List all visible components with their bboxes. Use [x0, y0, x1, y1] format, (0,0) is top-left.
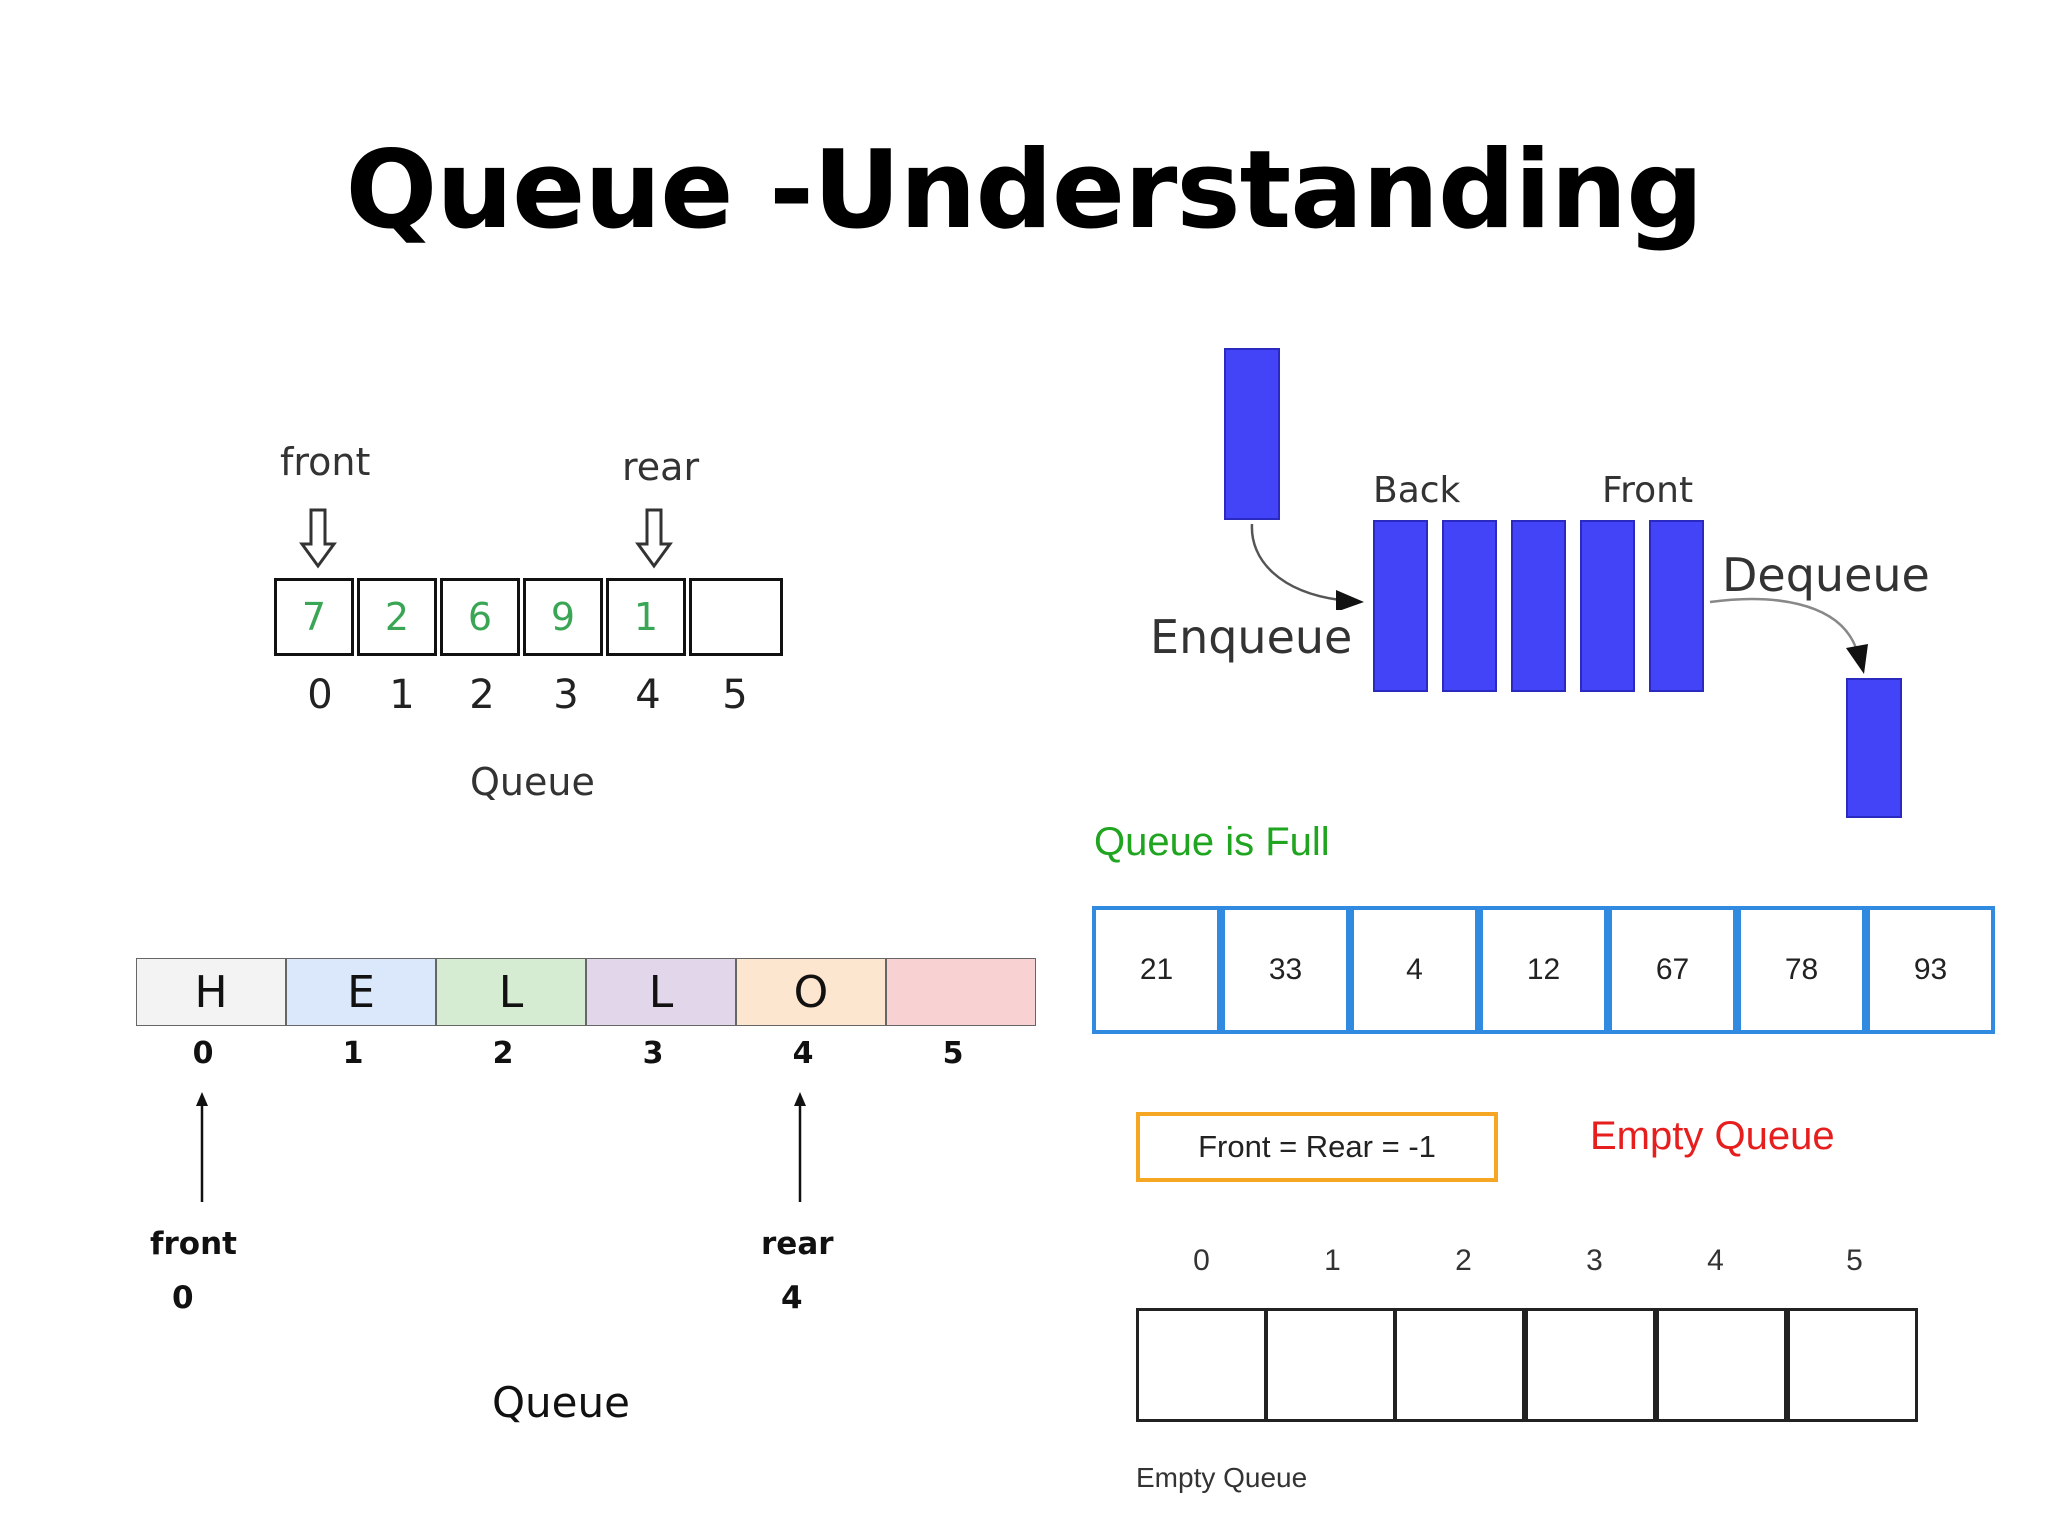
index-label: 4 — [1707, 1244, 1724, 1277]
index-label: 0 — [192, 1036, 214, 1071]
front-down-arrow-icon — [299, 508, 337, 569]
queue-element-block — [1373, 520, 1428, 692]
queue-cell: 4 — [1350, 906, 1479, 1034]
back-label: Back — [1373, 470, 1461, 511]
queue-full-label: Queue is Full — [1094, 820, 1330, 864]
queue-cell-5 — [886, 958, 1036, 1026]
index-label: 1 — [342, 1036, 364, 1071]
queue-cell-0: H — [136, 958, 286, 1026]
index-label: 5 — [1846, 1244, 1863, 1277]
front-label: front — [280, 440, 371, 484]
enqueue-label: Enqueue — [1150, 610, 1353, 664]
empty-queue-caption: Empty Queue — [1136, 1462, 1308, 1493]
index-label: 4 — [792, 1036, 814, 1071]
rear-label: rear — [622, 445, 700, 489]
front-label: front — [150, 1226, 237, 1262]
queue-cell-4: O — [736, 958, 886, 1026]
index-label: 5 — [942, 1036, 964, 1071]
queue-cell: 2 — [357, 578, 437, 656]
queue-cell: 12 — [1479, 906, 1608, 1034]
cell-value: O — [793, 966, 829, 1018]
queue-element-block — [1442, 520, 1497, 692]
queue-element-block — [1511, 520, 1566, 692]
pointer-state-text: Front = Rear = -1 — [1198, 1129, 1436, 1164]
rear-index: 4 — [781, 1280, 803, 1316]
index-label: 1 — [1324, 1244, 1341, 1277]
empty-queue-cell — [1265, 1308, 1396, 1422]
queue-cell: 21 — [1092, 906, 1221, 1034]
queue-cell-3: L — [586, 958, 736, 1026]
queue-cell: 67 — [1608, 906, 1737, 1034]
cell-value: L — [498, 966, 524, 1018]
queue-cell — [689, 578, 783, 656]
page-title: Queue -Understanding — [345, 128, 1703, 253]
dequeue-arrow-icon — [1709, 597, 1868, 674]
queue-element-block — [1649, 520, 1704, 692]
queue-cell: 1 — [606, 578, 686, 656]
queue-cell: 9 — [523, 578, 603, 656]
index-label: 0 — [307, 672, 333, 718]
queue-caption: Queue — [470, 760, 595, 804]
queue-cell: 78 — [1737, 906, 1866, 1034]
index-label: 5 — [722, 672, 748, 718]
front-label: Front — [1602, 470, 1694, 511]
enqueue-arrow-icon — [1250, 523, 1364, 610]
rear-label: rear — [761, 1226, 834, 1262]
index-label: 3 — [1586, 1244, 1603, 1277]
queue-cell-2: L — [436, 958, 586, 1026]
queue-element-block — [1580, 520, 1635, 692]
empty-queue-cell — [1656, 1308, 1787, 1422]
cell-value: H — [194, 966, 228, 1018]
front-up-arrow-icon — [196, 1092, 208, 1202]
incoming-element-block — [1224, 348, 1280, 520]
index-label: 4 — [635, 672, 661, 718]
index-label: 1 — [389, 672, 415, 718]
index-label: 2 — [492, 1036, 514, 1071]
empty-queue-cell — [1136, 1308, 1267, 1422]
queue-caption: Queue — [492, 1378, 630, 1427]
index-label: 2 — [469, 672, 495, 718]
rear-down-arrow-icon — [635, 508, 673, 569]
queue-cell: 7 — [274, 578, 354, 656]
queue-cell: 33 — [1221, 906, 1350, 1034]
front-index: 0 — [172, 1280, 194, 1316]
dequeued-element-block — [1846, 678, 1902, 818]
queue-cell: 93 — [1866, 906, 1995, 1034]
index-label: 3 — [642, 1036, 664, 1071]
pointer-state-box: Front = Rear = -1 — [1136, 1112, 1498, 1182]
index-label: 3 — [553, 672, 579, 718]
index-label: 0 — [1193, 1244, 1210, 1277]
cell-value: L — [648, 966, 674, 1018]
dequeue-label: Dequeue — [1722, 548, 1930, 602]
index-label: 2 — [1455, 1244, 1472, 1277]
empty-queue-cell — [1525, 1308, 1656, 1422]
rear-up-arrow-icon — [794, 1092, 806, 1202]
queue-cell: 6 — [440, 578, 520, 656]
queue-cell-1: E — [286, 958, 436, 1026]
empty-queue-cell — [1787, 1308, 1918, 1422]
cell-value: E — [347, 966, 375, 1018]
empty-queue-label: Empty Queue — [1590, 1114, 1835, 1158]
empty-queue-cell — [1394, 1308, 1525, 1422]
